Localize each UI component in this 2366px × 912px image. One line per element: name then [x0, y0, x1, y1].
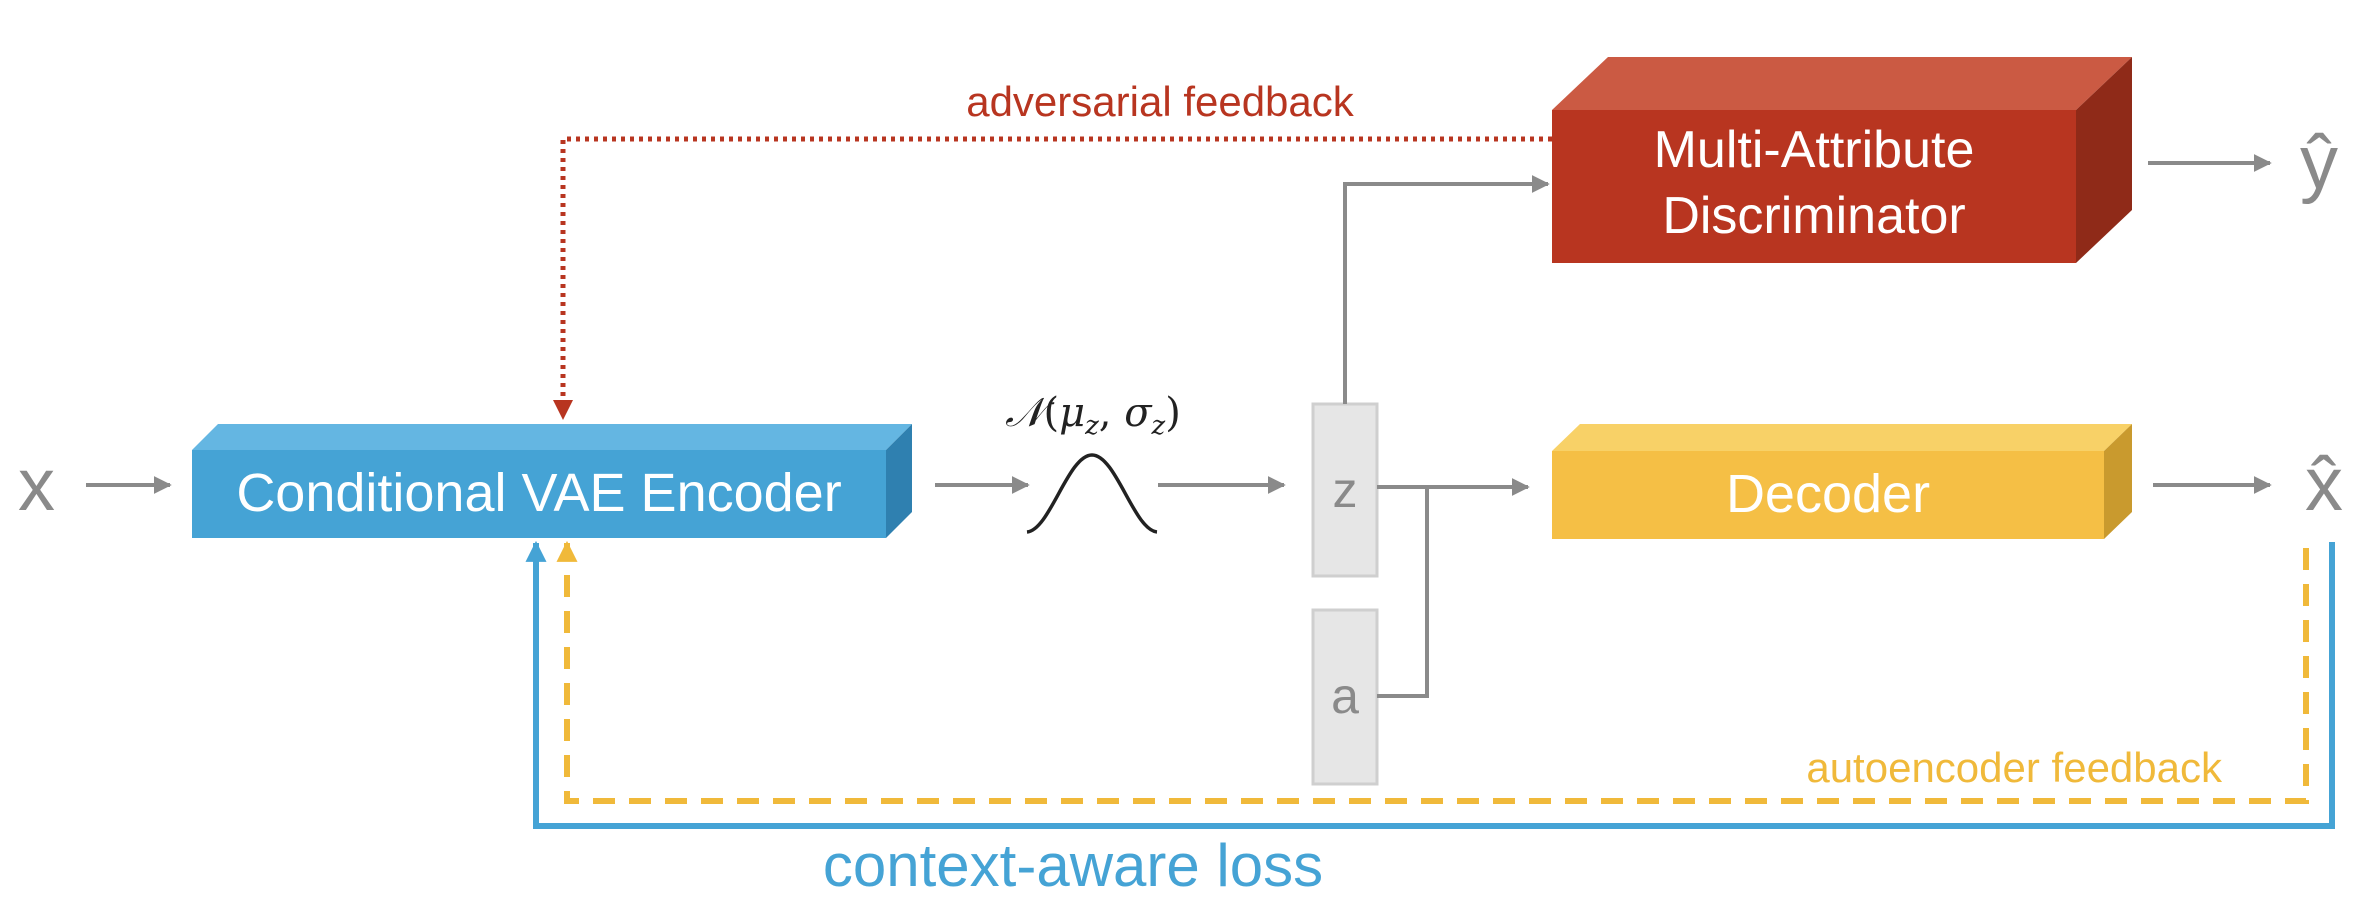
encoder-block: Conditional VAE Encoder: [192, 424, 912, 538]
discriminator-top-face: [1552, 57, 2132, 110]
decoder-block: Decoder: [1552, 424, 2132, 539]
latent-z-box: z: [1311, 402, 1379, 578]
decoder-label: Decoder: [1726, 464, 1930, 524]
output-x-hat-label: x̂: [2305, 442, 2343, 527]
encoder-label: Conditional VAE Encoder: [236, 463, 841, 523]
adversarial-feedback-label: adversarial feedback: [966, 78, 1355, 125]
input-x-label: x: [18, 443, 55, 526]
autoencoder-feedback-label: autoencoder feedback: [1806, 744, 2223, 791]
distribution-label: 𝒩(μz, σz): [1005, 390, 1181, 441]
latent-a-label: a: [1331, 668, 1359, 724]
adversarial-feedback-path: [553, 136, 1552, 420]
decoder-side-face: [2104, 424, 2132, 539]
decoder-top-face: [1552, 424, 2132, 451]
autoencoder-feedback-path: [556, 540, 2309, 804]
latent-a-rect: [1311, 608, 1379, 786]
discriminator-label-line1: Multi-Attribute: [1654, 121, 1975, 179]
discriminator-front-face: [1552, 110, 2076, 263]
decoder-front-face: [1552, 451, 2104, 539]
latent-z-rect: [1311, 402, 1379, 578]
output-y-hat-label: ŷ: [2300, 120, 2338, 205]
context-aware-loss-label: context-aware loss: [823, 832, 1323, 899]
encoder-front-face: [192, 450, 886, 538]
latent-a-box: a: [1311, 608, 1379, 786]
discriminator-side-face: [2076, 57, 2132, 263]
encoder-side-face: [886, 424, 912, 538]
z-to-discriminator-arrow: [1343, 175, 1550, 404]
a-to-decoder-connector: [1377, 487, 1429, 698]
gaussian-distribution: 𝒩(μz, σz): [1005, 390, 1181, 534]
latent-z-label: z: [1333, 462, 1358, 518]
discriminator-label-line2: Discriminator: [1662, 187, 1965, 245]
context-aware-loss-path: [525, 540, 2335, 829]
encoder-top-face: [192, 424, 912, 450]
discriminator-block: Multi-Attribute Discriminator: [1552, 57, 2132, 263]
gaussian-curve-icon: [1026, 453, 1158, 534]
